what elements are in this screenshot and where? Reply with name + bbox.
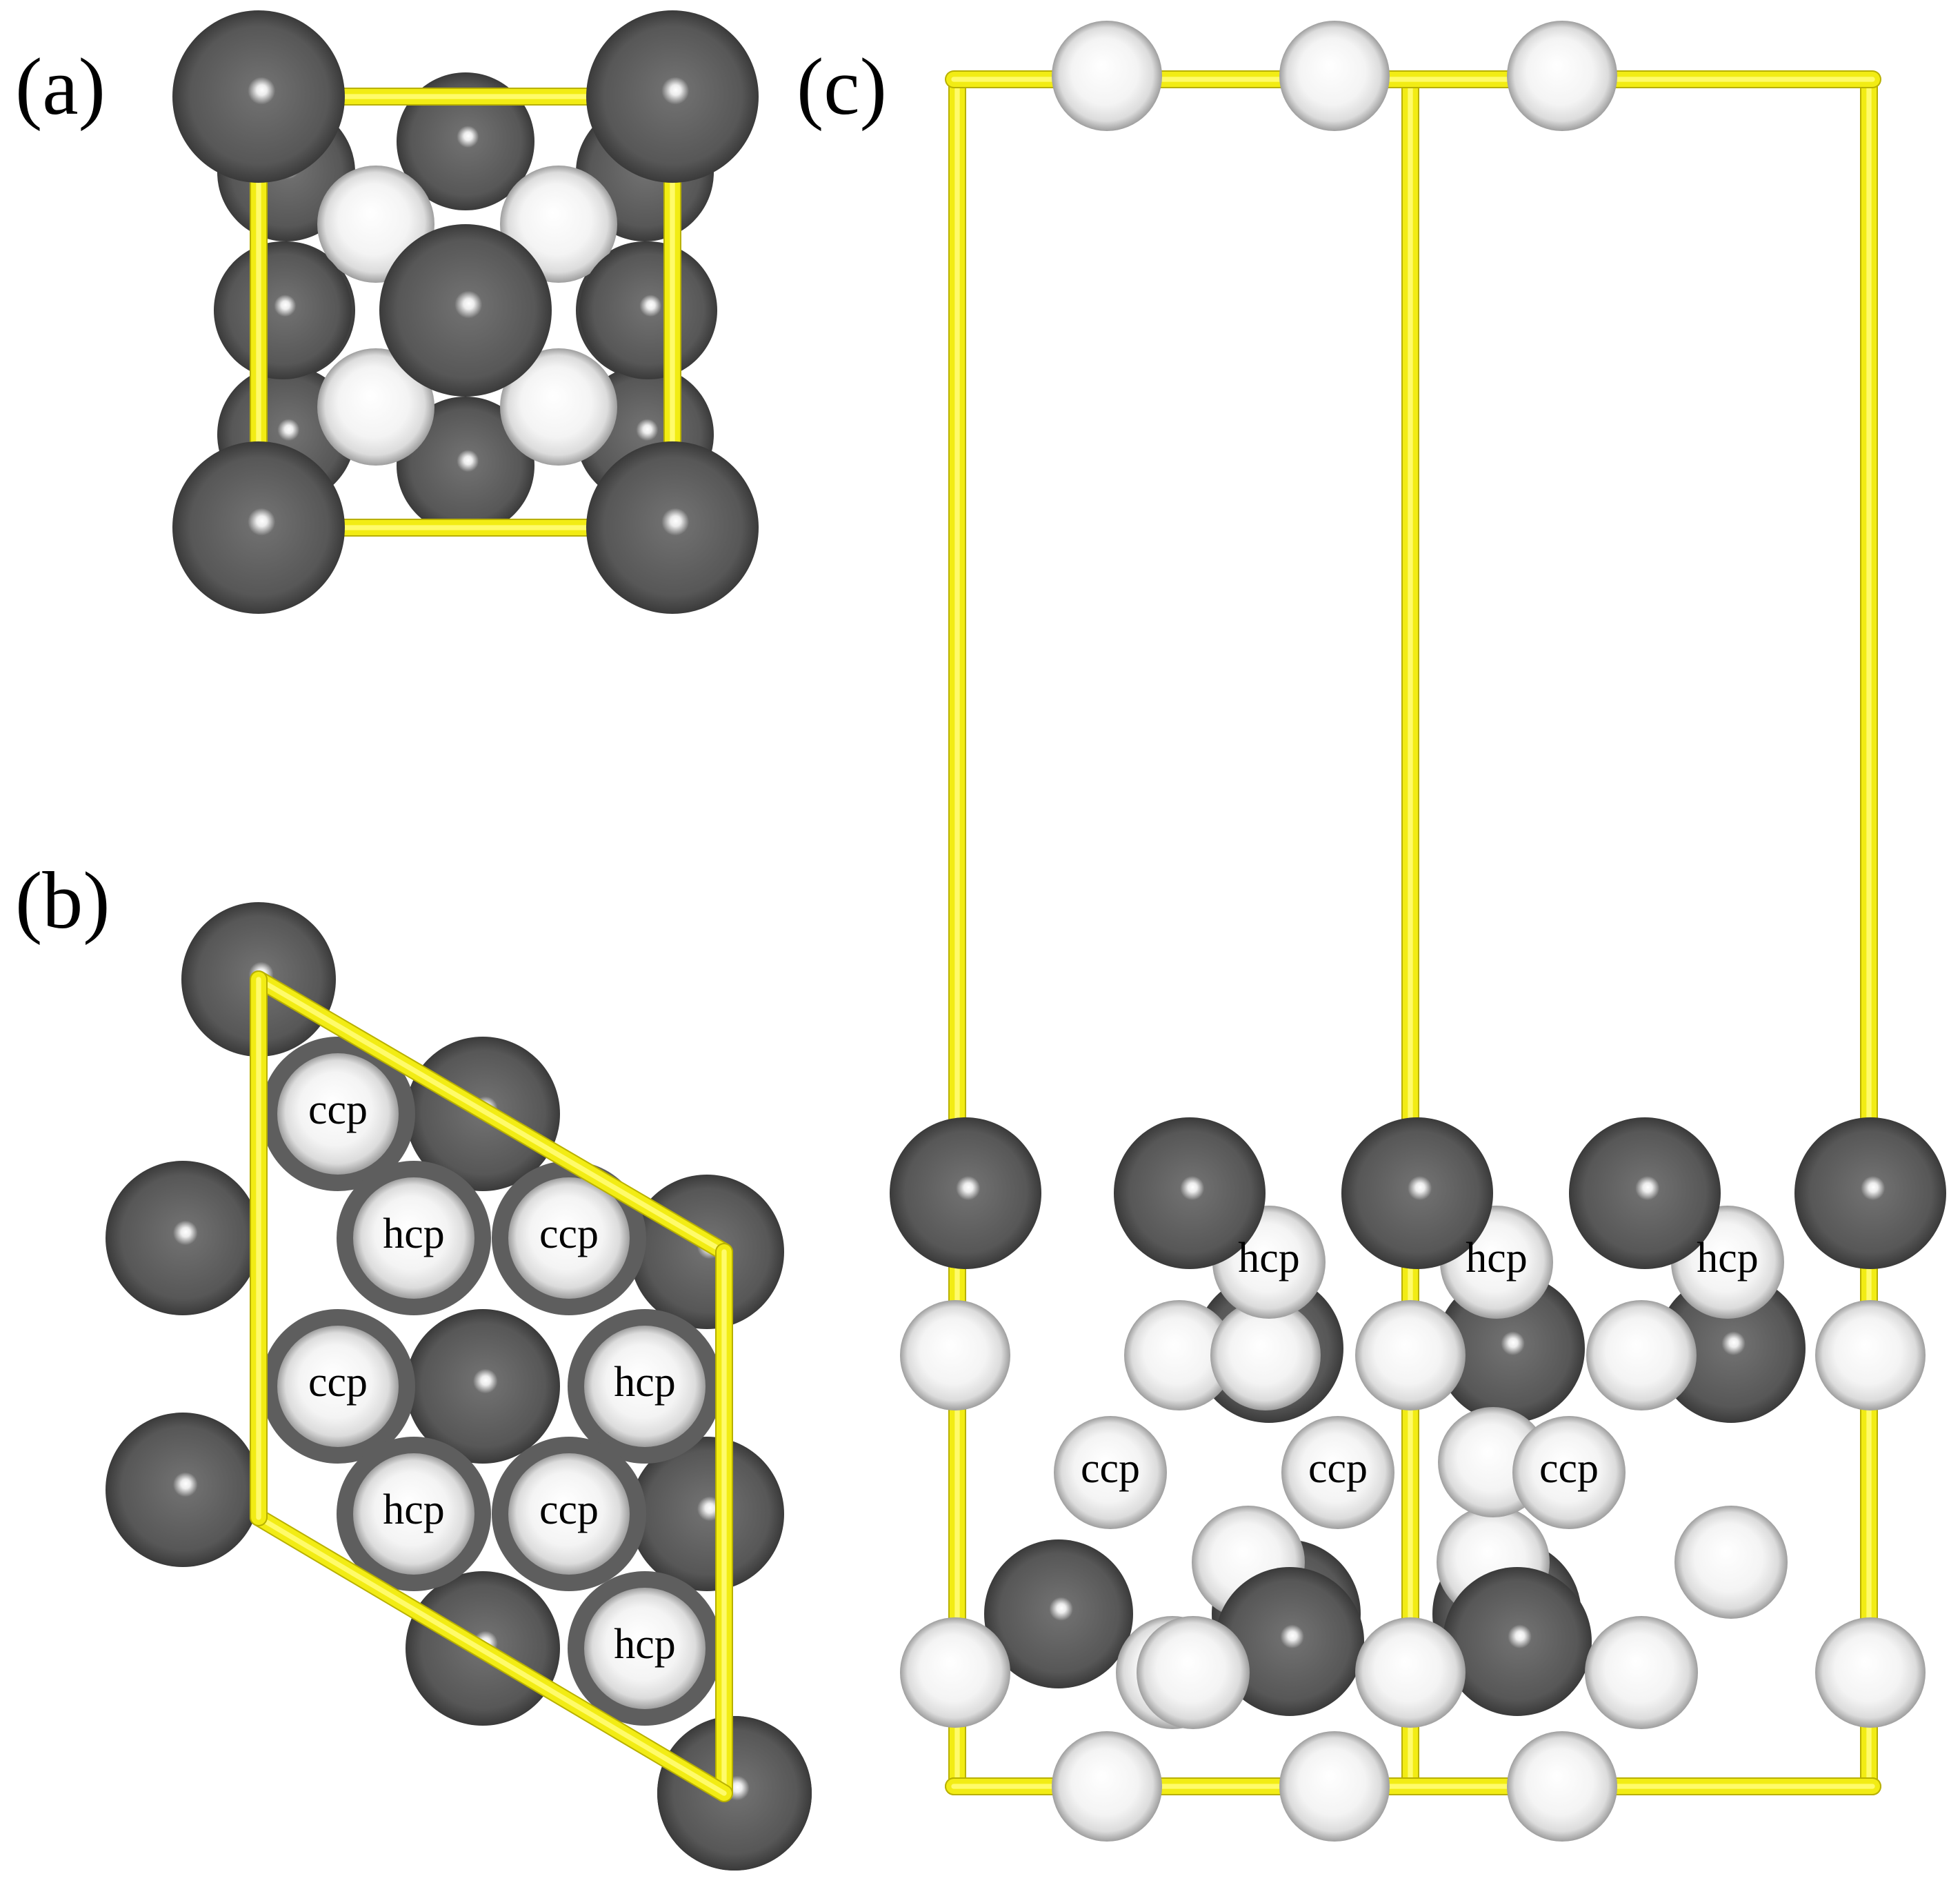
site-label-ccp: ccp <box>539 1486 599 1533</box>
site-label-hcp: hcp <box>1466 1235 1528 1281</box>
site-label-hcp: hcp <box>614 1359 676 1406</box>
site-label-hcp: hcp <box>1697 1235 1759 1281</box>
panel-b-label: (b) <box>15 855 110 946</box>
adsorbate-atom <box>500 348 617 466</box>
panel-c-label: (c) <box>797 41 887 132</box>
metal-atom-center <box>379 224 552 397</box>
adsorbate-atom-edge <box>1355 1300 1466 1410</box>
metal-atom-edge <box>214 241 352 379</box>
metal-atom-back <box>397 397 534 535</box>
adsorbate-atom-bottom <box>1052 1731 1162 1842</box>
metal-atom-corner <box>586 10 759 183</box>
metal-atom-edge <box>579 241 717 379</box>
adsorbate-atom-ccp <box>1054 1416 1167 1529</box>
panel-c-site-labels: hcp hcp hcp ccp ccp ccp <box>1081 1235 1759 1492</box>
metal-atom-corner <box>657 1716 812 1871</box>
adsorbate-atom-site <box>277 1053 399 1175</box>
adsorbate-atom <box>1210 1300 1321 1410</box>
panel-c-side-view: (c) hcp hcp hcp ccp ccp ccp <box>797 21 1946 1842</box>
adsorbate-atom-bottom <box>1279 1731 1390 1842</box>
site-label-ccp: ccp <box>1308 1445 1368 1492</box>
metal-atom-corner <box>586 441 759 614</box>
metal-atom-back <box>1215 1567 1364 1716</box>
panel-a-top-view: (a) <box>15 10 759 614</box>
metal-atom-surface <box>630 1437 784 1591</box>
panel-b-site-labels: ccp hcp ccp ccp hcp hcp ccp hcp <box>308 1086 676 1668</box>
adsorbate-atom <box>1124 1300 1234 1410</box>
adsorbate-atom <box>1674 1506 1788 1619</box>
adsorbate-atom-edge <box>900 1300 1010 1410</box>
site-label-hcp: hcp <box>383 1210 445 1257</box>
metal-atom-top <box>1569 1117 1721 1269</box>
metal-atom-surface <box>406 1309 560 1464</box>
b-frame-bottom-edge-highlight <box>256 1515 727 1796</box>
adsorbate-atom-top <box>1507 21 1617 131</box>
metal-atom-top <box>890 1117 1041 1269</box>
panel-b-cell-frame <box>250 970 733 1802</box>
panel-c-cell-frame <box>945 70 1881 1795</box>
site-label-hcp: hcp <box>1238 1235 1300 1281</box>
site-label-hcp: hcp <box>383 1486 445 1533</box>
panel-b-surface-view: (b) ccp hcp ccp ccp hcp hcp ccp hcp <box>15 855 812 1871</box>
adsorbate-atom-site <box>508 1177 630 1299</box>
adsorbate-atom-site <box>353 1177 474 1299</box>
site-label-hcp: hcp <box>614 1621 676 1668</box>
adsorbate-atom-ccp <box>1281 1416 1394 1529</box>
metal-atom-surface <box>106 1161 260 1315</box>
metal-atom-surface <box>106 1413 260 1567</box>
adsorbate-atom <box>317 348 434 466</box>
b-frame-top-edge-highlight <box>256 977 727 1255</box>
adsorbate-atom-site <box>584 1326 706 1447</box>
metal-atom-back <box>1443 1567 1592 1716</box>
adsorbate-atom-ccp <box>1512 1416 1626 1529</box>
adsorbate-atom-edge <box>1815 1617 1926 1728</box>
metal-atom-top <box>1114 1117 1266 1269</box>
adsorbate-atom <box>1585 1616 1698 1729</box>
adsorbate-atom <box>1137 1616 1250 1729</box>
adsorbate-atom-edge <box>900 1617 1010 1728</box>
metal-atom-back <box>397 72 534 210</box>
site-label-ccp: ccp <box>308 1359 368 1406</box>
adsorbate-atom-top <box>1052 21 1162 131</box>
adsorbate-atom-edge <box>1355 1617 1466 1728</box>
site-label-ccp: ccp <box>308 1086 368 1133</box>
panel-a-corner-atoms <box>172 10 759 614</box>
adsorbate-atom-site <box>508 1453 630 1575</box>
metal-atom-back <box>984 1539 1133 1688</box>
metal-atom-mid <box>1657 1274 1806 1423</box>
adsorbate-atom-site <box>353 1453 474 1575</box>
metal-atom-top <box>1341 1117 1493 1269</box>
adsorbate-atom-site <box>584 1588 706 1709</box>
adsorbate-atom-edge <box>1815 1300 1926 1410</box>
metal-atom-corner <box>172 10 345 183</box>
site-label-ccp: ccp <box>1539 1445 1599 1492</box>
metal-atom-corner <box>172 441 345 614</box>
panel-a-label: (a) <box>15 41 106 132</box>
panel-b-atoms <box>106 902 812 1871</box>
adsorbate-atom <box>1586 1300 1697 1410</box>
adsorbate-atom-bottom <box>1507 1731 1617 1842</box>
panel-c-atoms <box>890 21 1946 1842</box>
site-label-ccp: ccp <box>1081 1445 1140 1492</box>
adsorbate-atom-site <box>277 1326 399 1447</box>
site-label-ccp: ccp <box>539 1210 599 1257</box>
metal-atom-top <box>1794 1117 1946 1269</box>
adsorbate-atom-top <box>1279 21 1390 131</box>
